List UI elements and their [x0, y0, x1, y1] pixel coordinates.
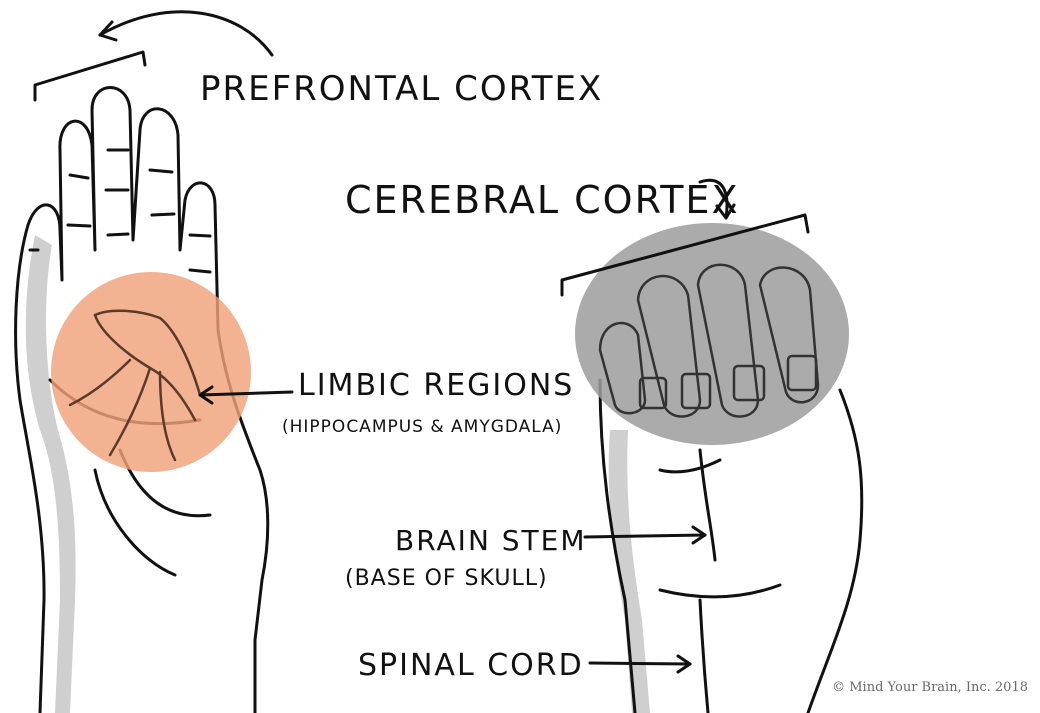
prefrontal-bracket	[35, 52, 145, 100]
spinal-cord-arrow	[590, 663, 690, 664]
limbic-region-highlight	[51, 272, 251, 472]
copyright-notice: © Mind Your Brain, Inc. 2018	[832, 680, 1028, 695]
prefrontal-curve-arrow	[100, 12, 272, 55]
cerebral-cortex-highlight	[575, 223, 849, 445]
limbic-regions-sublabel: (HIPPOCAMPUS & AMYGDALA)	[282, 417, 562, 437]
fist-shadow	[609, 430, 650, 713]
cerebral-cortex-label: CEREBRAL CORTEX	[345, 178, 739, 222]
prefrontal-cortex-label: PREFRONTAL CORTEX	[200, 69, 603, 109]
limbic-regions-label: LIMBIC REGIONS	[298, 368, 574, 403]
brain-stem-sublabel: (BASE OF SKULL)	[345, 566, 548, 591]
brain-stem-arrow	[585, 535, 705, 537]
brain-stem-label: BRAIN STEM	[395, 524, 587, 557]
spinal-cord-label: SPINAL CORD	[358, 648, 584, 683]
